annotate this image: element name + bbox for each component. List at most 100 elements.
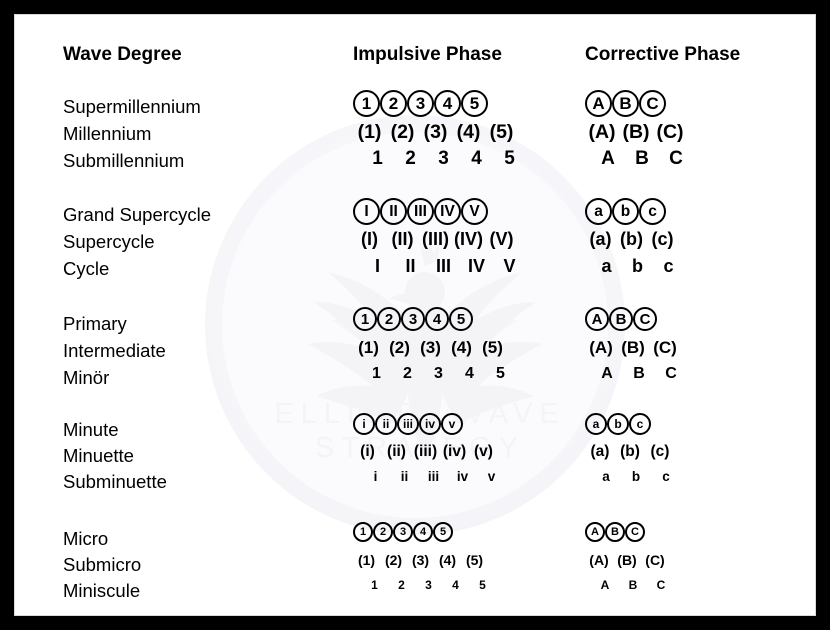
wave-notation-cell: iii xyxy=(397,413,419,435)
degree-label: Grand Supercycle xyxy=(63,204,212,225)
degree-label: Micro xyxy=(63,528,109,549)
wave-notation-cell: 2 xyxy=(405,148,416,169)
wave-notation-cell: (C) xyxy=(656,121,684,143)
wave-notation-cell: 3 xyxy=(425,578,432,592)
wave-notation-cell: v xyxy=(487,469,496,484)
wave-notation-cell: (C) xyxy=(645,552,665,568)
wave-notation-cell: C xyxy=(639,90,666,117)
wave-notation-cell: (ii) xyxy=(387,443,406,460)
wave-notation-cell: (5) xyxy=(489,121,514,143)
wave-notation-cell: b xyxy=(632,256,643,276)
wave-notation-cell: 3 xyxy=(393,522,413,542)
wave-notation-cell: (2) xyxy=(390,121,415,143)
wave-notation-cell: (3) xyxy=(420,338,441,357)
wave-notation-cell: (II) xyxy=(391,229,414,249)
wave-notation-cell: 4 xyxy=(471,148,482,169)
wave-notation-cell: (3) xyxy=(423,121,448,143)
wave-notation-cell: (B) xyxy=(622,121,650,143)
corrective-notation-row: (a)(b)(c) xyxy=(585,229,678,250)
corrective-notation-row: (a)(b)(c) xyxy=(585,443,675,461)
wave-notation-cell: c xyxy=(629,413,651,435)
wave-notation-cell: (4) xyxy=(456,121,481,143)
wave-notation-cell: 3 xyxy=(401,307,425,331)
wave-notation-cell: C xyxy=(656,578,666,592)
degree-label: Submicro xyxy=(63,554,142,575)
wave-notation-cell: a xyxy=(585,198,612,225)
corrective-notation-row: (A)(B)(C) xyxy=(585,552,669,568)
wave-notation-cell: 1 xyxy=(353,307,377,331)
wave-notation-cell: 1 xyxy=(372,148,383,169)
wave-notation-cell: B xyxy=(612,90,639,117)
wave-notation-cell: A xyxy=(601,148,615,169)
impulsive-notation-row: (1)(2)(3)(4)(5) xyxy=(353,338,508,358)
degree-label: Supermillennium xyxy=(63,96,201,117)
wave-notation-cell: V xyxy=(503,256,516,276)
wave-notation-cell: 5 xyxy=(479,578,486,592)
degree-label: Primary xyxy=(63,313,127,334)
wave-notation-cell: B xyxy=(633,365,645,382)
wave-notation-cell: a xyxy=(585,413,607,435)
column-header-wave-degree: Wave Degree xyxy=(63,44,182,65)
wave-notation-cell: A xyxy=(585,522,605,542)
wave-notation-cell: (1) xyxy=(357,552,376,568)
wave-notation-cell: 5 xyxy=(461,90,488,117)
wave-notation-cell: (2) xyxy=(384,552,403,568)
wave-notation-cell: (c) xyxy=(650,443,670,460)
wave-notation-cell: A xyxy=(601,365,613,382)
wave-notation-cell: v xyxy=(441,413,463,435)
wave-notation-cell: c xyxy=(663,256,674,276)
wave-notation-cell: III xyxy=(435,256,451,276)
wave-notation-cell: (v) xyxy=(474,443,493,460)
wave-notation-cell: A xyxy=(600,578,610,592)
wave-notation-cell: II xyxy=(380,198,407,225)
degree-label: Minör xyxy=(63,367,110,388)
wave-degree-table-card: ELLIOTT WAVE STRATEGY Wave Degree Impuls… xyxy=(14,14,816,616)
wave-notation-cell: 5 xyxy=(496,365,505,382)
degree-label: Submillennium xyxy=(63,150,185,171)
column-header-impulsive-phase: Impulsive Phase xyxy=(353,44,502,65)
degree-label: Subminuette xyxy=(63,471,167,492)
wave-notation-cell: 3 xyxy=(434,365,443,382)
wave-notation-cell: B xyxy=(628,578,638,592)
wave-notation-cell: c xyxy=(639,198,666,225)
wave-notation-cell: C xyxy=(665,365,677,382)
wave-notation-cell: (A) xyxy=(588,121,616,143)
wave-notation-cell: III xyxy=(407,198,434,225)
wave-notation-cell: b xyxy=(612,198,639,225)
wave-notation-cell: C xyxy=(669,148,683,169)
wave-notation-cell: (2) xyxy=(389,338,410,357)
wave-notation-cell: 5 xyxy=(504,148,515,169)
wave-notation-cell: a xyxy=(601,256,612,276)
wave-notation-cell: iii xyxy=(427,469,440,484)
corrective-notation-row: (A) (B) (C) xyxy=(585,121,687,144)
wave-notation-cell: B xyxy=(609,307,633,331)
wave-notation-cell: 5 xyxy=(449,307,473,331)
wave-notation-cell: (5) xyxy=(482,338,503,357)
wave-notation-cell: b xyxy=(631,469,641,484)
wave-notation-cell: I xyxy=(374,256,380,276)
wave-notation-cell: (4) xyxy=(438,552,457,568)
degree-label: Supercycle xyxy=(63,231,155,252)
impulsive-notation-row: (i)(ii)(iii)(iv)(v) xyxy=(353,443,498,461)
wave-notation-cell: ii xyxy=(375,413,397,435)
impulsive-notation-row: (1)(2)(3)(4)(5) xyxy=(353,121,518,144)
wave-notation-cell: 1 xyxy=(353,90,380,117)
wave-notation-cell: (c) xyxy=(651,229,674,249)
wave-notation-cell: 4 xyxy=(425,307,449,331)
degree-label: Millennium xyxy=(63,123,152,144)
wave-notation-cell: (V) xyxy=(489,229,514,249)
wave-notation-cell: IV xyxy=(467,256,485,276)
wave-notation-cell: iv xyxy=(419,413,441,435)
wave-notation-cell: B xyxy=(605,522,625,542)
wave-notation-cell: 1 xyxy=(371,578,378,592)
wave-notation-cell: A xyxy=(585,90,612,117)
